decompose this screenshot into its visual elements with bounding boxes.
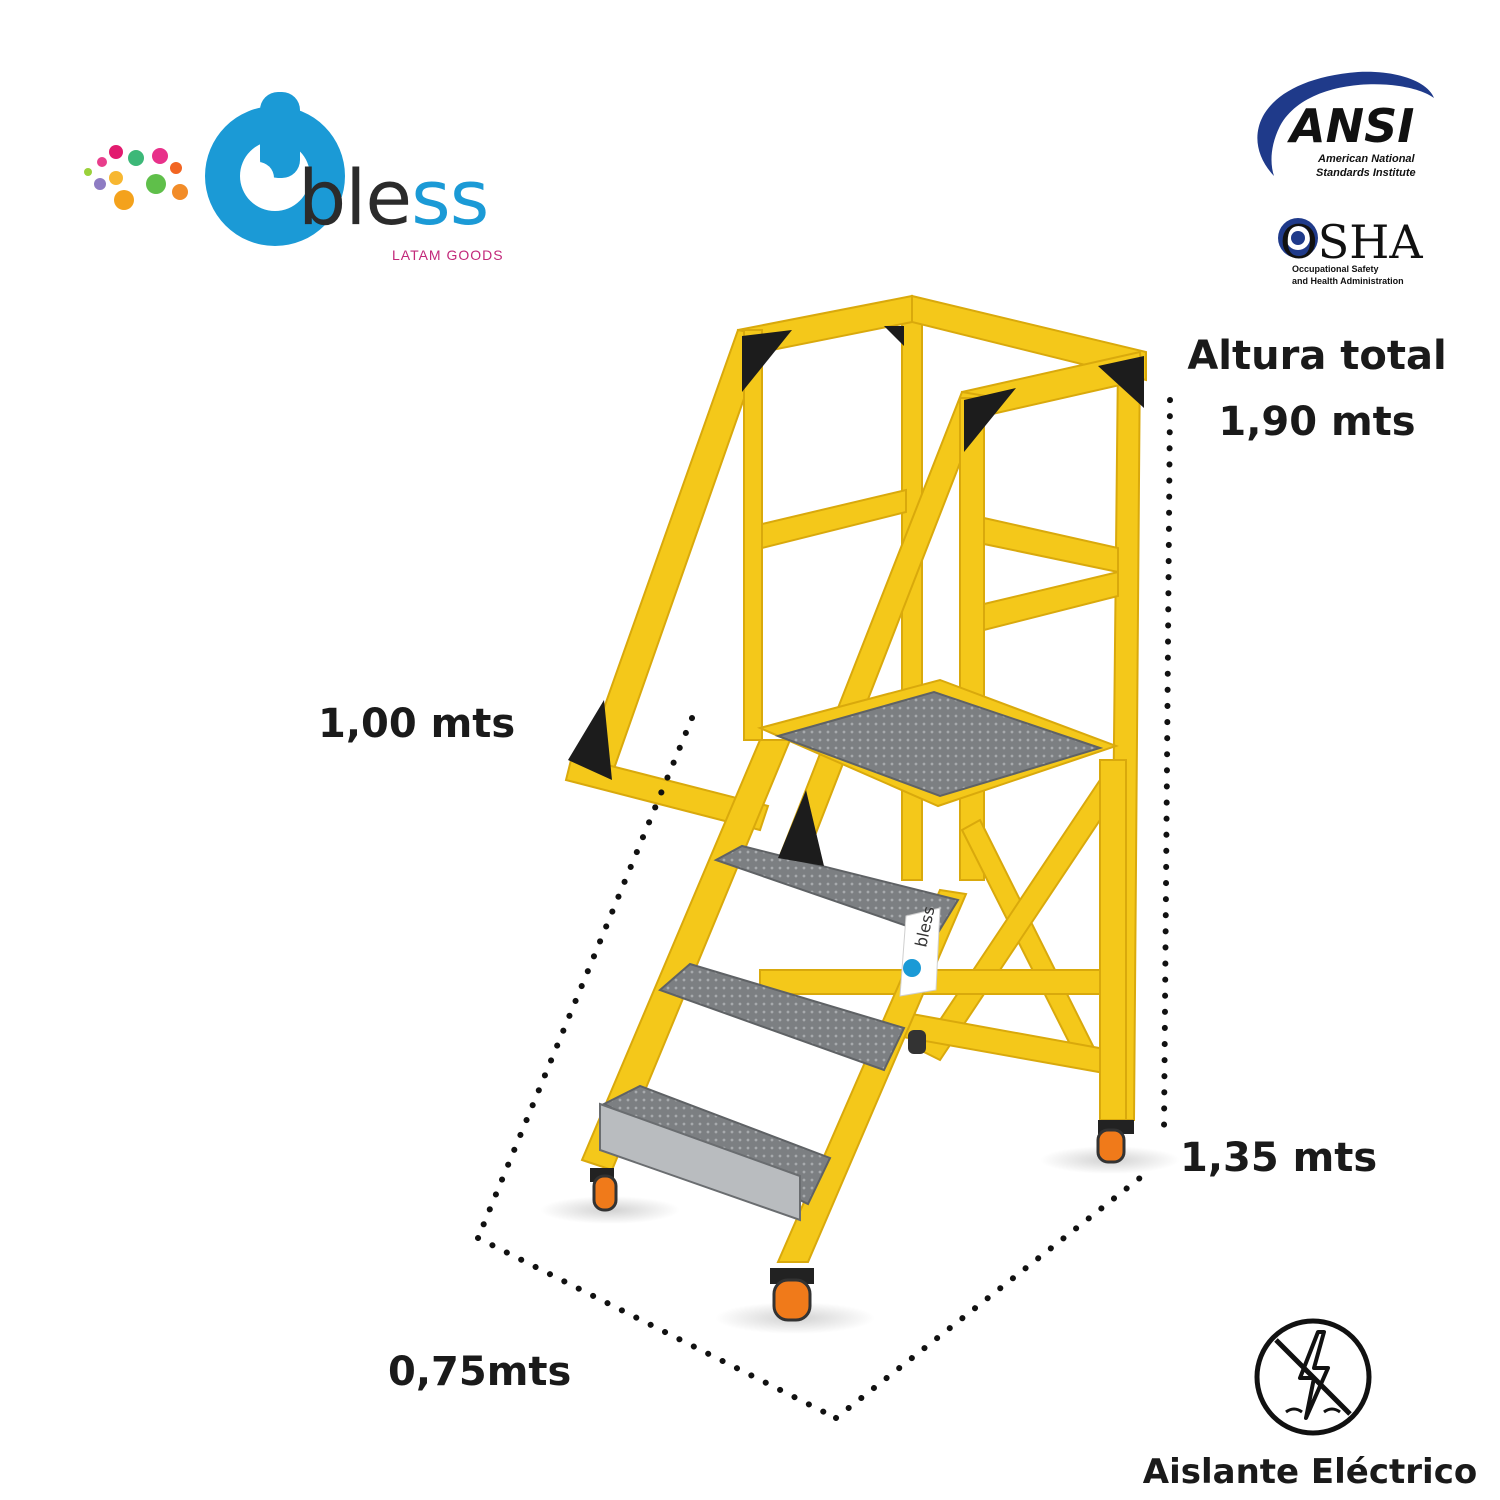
total-height-value: 1,90 mts [1218, 399, 1416, 445]
platform-deck [774, 690, 1104, 798]
rail-dimension-line [475, 715, 695, 1241]
product-decal: bless [899, 905, 941, 997]
no-electricity-icon [1254, 1318, 1372, 1436]
width-dimension-line [475, 1235, 839, 1421]
brand-name: bless [298, 153, 489, 242]
ansi-logo: ANSI American National Standards Institu… [1257, 71, 1434, 179]
osha-logo: OSHA Occupational Safety and Health Admi… [1278, 215, 1423, 286]
osha-wordmark: OSHA [1280, 215, 1423, 269]
brand-tagline: LATAM GOODS [392, 247, 504, 263]
rail-height-label: 1,00 mts [318, 701, 516, 747]
svg-text:and Health Administration: and Health Administration [1292, 276, 1404, 286]
total-height-label: Altura total [1187, 333, 1447, 379]
ansi-wordmark: ANSI [1287, 99, 1414, 153]
bless-logo-mark [84, 92, 345, 246]
depth-label: 1,35 mts [1180, 1135, 1378, 1181]
step-2 [658, 962, 906, 1072]
depth-dimension-line [833, 1167, 1153, 1421]
step-1 [713, 844, 960, 938]
svg-text:Occupational Safety: Occupational Safety [1292, 264, 1379, 274]
svg-text:Standards Institute: Standards Institute [1316, 167, 1416, 179]
width-label: 0,75mts [388, 1349, 572, 1395]
svg-text:American National: American National [1317, 153, 1416, 165]
dimension-lines [475, 397, 1173, 1421]
caster-wheels [590, 1030, 1134, 1322]
insulator-caption: Aislante Eléctrico [1142, 1452, 1478, 1492]
height-dimension-line [1161, 397, 1173, 1133]
